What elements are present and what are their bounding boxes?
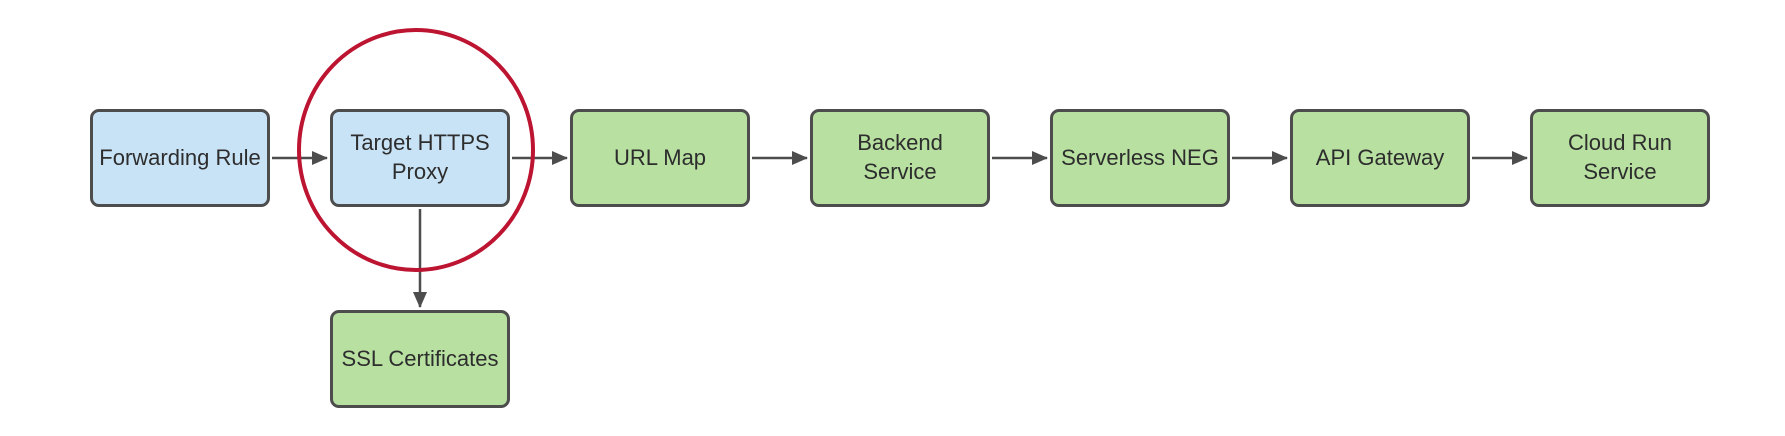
highlight-circle bbox=[297, 28, 535, 272]
node-label: SSL Certificates bbox=[341, 345, 499, 371]
node-url-map: URL Map bbox=[570, 109, 750, 207]
node-label: Cloud Run Service bbox=[1568, 130, 1672, 184]
node-label: Forwarding Rule bbox=[99, 144, 261, 170]
node-cloud-run-service: Cloud Run Service bbox=[1530, 109, 1710, 207]
node-api-gateway: API Gateway bbox=[1290, 109, 1470, 207]
node-label: Serverless NEG bbox=[1061, 144, 1219, 170]
node-label: Target HTTPS Proxy bbox=[350, 130, 490, 184]
node-forwarding-rule: Forwarding Rule bbox=[90, 109, 270, 207]
node-backend-service: Backend Service bbox=[810, 109, 990, 207]
node-target-https-proxy: Target HTTPS Proxy bbox=[330, 109, 510, 207]
node-label: URL Map bbox=[613, 144, 707, 170]
node-label: API Gateway bbox=[1315, 144, 1445, 170]
node-serverless-neg: Serverless NEG bbox=[1050, 109, 1230, 207]
node-ssl-certificates: SSL Certificates bbox=[330, 310, 510, 408]
node-label: Backend Service bbox=[857, 130, 943, 184]
